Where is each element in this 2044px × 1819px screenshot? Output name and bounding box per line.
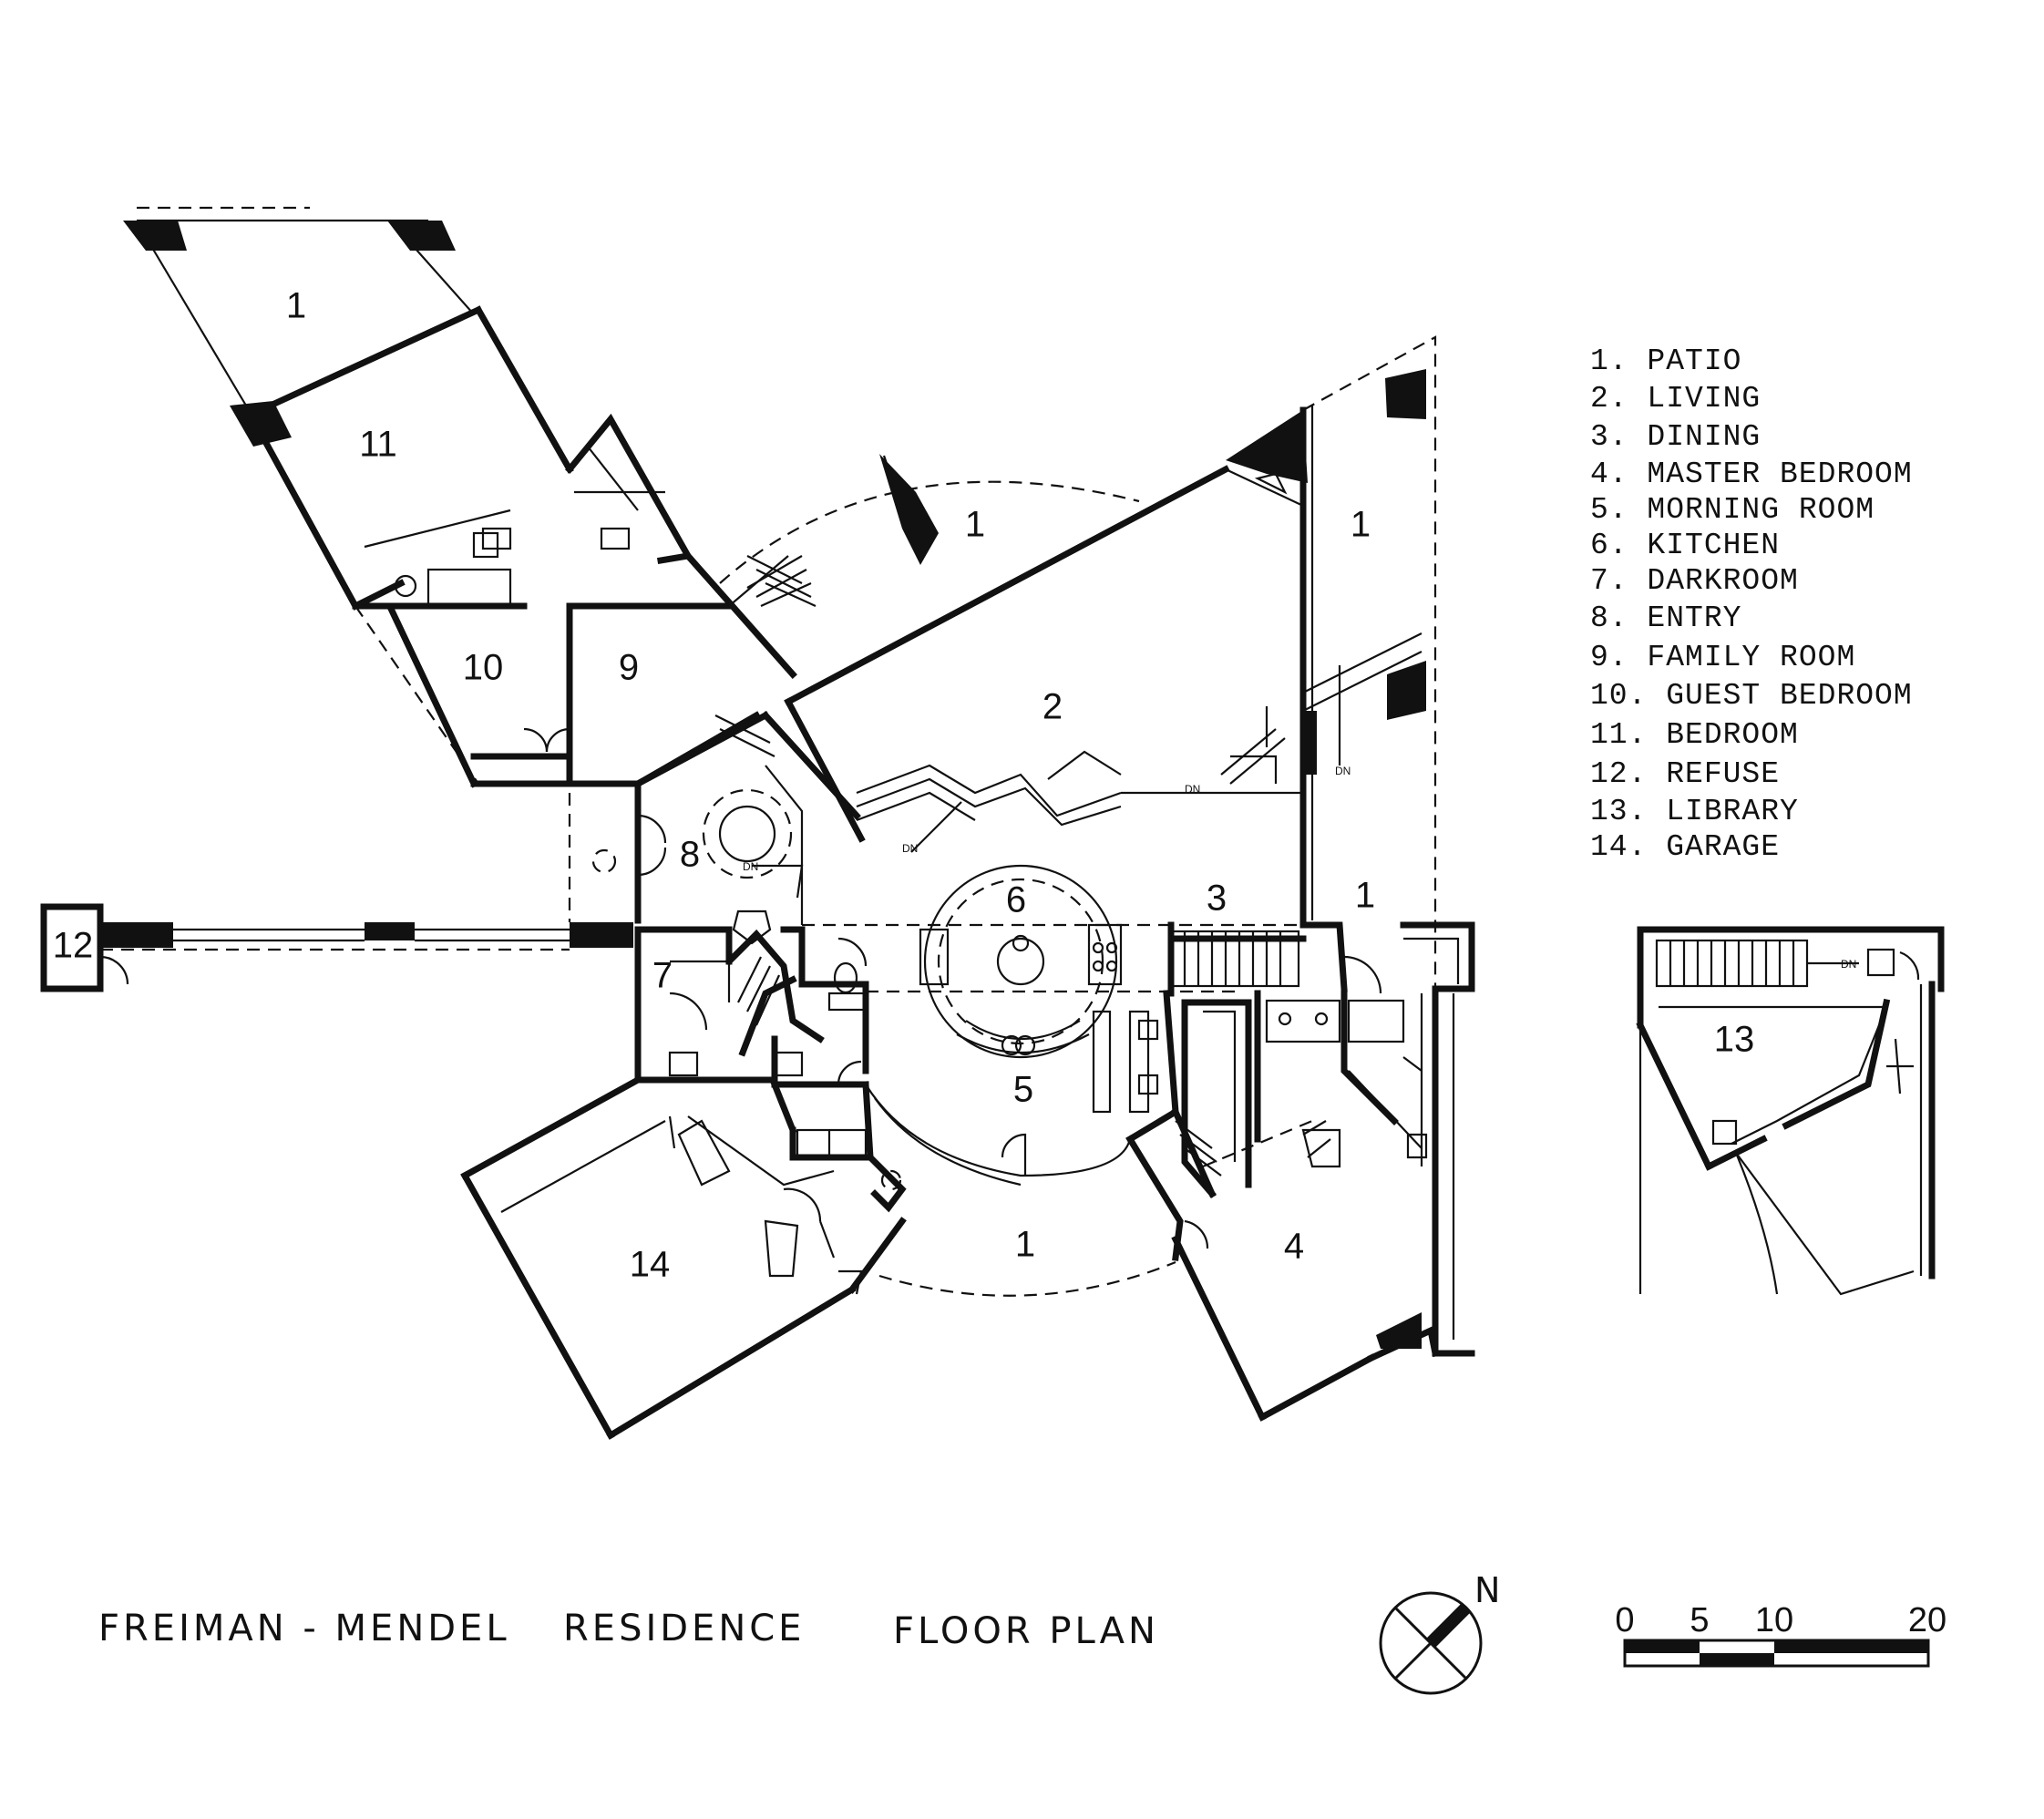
room-label-dining: 3 <box>1207 879 1227 919</box>
room-label-bedroom: 11 <box>359 425 397 465</box>
north-arrow-icon: N <box>1379 1570 1500 1695</box>
room-label-darkroom: 7 <box>652 956 673 996</box>
stair-label: DN <box>743 860 758 873</box>
legend-item: 4. MASTER BEDROOM <box>1590 457 1913 491</box>
legend-item: 9. FAMILY ROOM <box>1590 641 1855 674</box>
legend-item: 11. BEDROOM <box>1590 718 1799 752</box>
room-legend: 1. PATIO 2. LIVING 3. DINING 4. MASTER B… <box>1590 344 1913 864</box>
living-area <box>719 335 1437 1353</box>
room-label-living: 2 <box>1043 687 1063 727</box>
legend-item: 2. LIVING <box>1590 382 1761 416</box>
library-inset <box>1636 926 1945 1296</box>
refuse-enclosure <box>40 793 633 992</box>
legend-item: 5. MORNING ROOM <box>1590 493 1875 527</box>
garage <box>460 1075 1176 1440</box>
entry-darkroom <box>591 711 869 1088</box>
nw-wing <box>123 206 817 788</box>
master-bedroom <box>1125 985 1475 1422</box>
title-name: FREIMAN - MENDEL <box>98 1608 510 1649</box>
room-label-garage: 14 <box>630 1245 671 1285</box>
legend-item: 3. DINING <box>1590 420 1761 454</box>
legend-item: 7. DARKROOM <box>1590 564 1799 598</box>
north-label: N <box>1474 1570 1500 1610</box>
room-labels: 1 11 10 9 1 2 1 8 12 7 6 3 1 5 14 1 4 13 <box>53 286 1755 1285</box>
legend-item: 1. PATIO <box>1590 344 1741 378</box>
core-kitchen-dining <box>789 864 1475 1213</box>
legend-item: 14. GARAGE <box>1590 830 1780 864</box>
scale-label: 0 <box>1615 1601 1634 1639</box>
stair-label: DN <box>1185 783 1200 796</box>
room-label-patio: 1 <box>1015 1225 1035 1265</box>
room-label-patio: 1 <box>1351 505 1371 545</box>
room-label-patio: 1 <box>286 286 306 326</box>
legend-item: 6. KITCHEN <box>1590 529 1780 562</box>
legend-item: 13. LIBRARY <box>1590 795 1799 828</box>
scale-bar: 0 5 10 20 <box>1615 1601 1946 1668</box>
stair-label: DN <box>1841 958 1856 971</box>
legend-item: 8. ENTRY <box>1590 601 1741 635</box>
drawing-title: FREIMAN - MENDEL RESIDENCE FLOOR PLAN <box>98 1608 1159 1652</box>
scale-label: 10 <box>1755 1601 1793 1639</box>
stair-label: DN <box>1335 765 1351 777</box>
room-label-patio: 1 <box>965 505 985 545</box>
room-label-master-bedroom: 4 <box>1284 1227 1304 1267</box>
legend-item: 10. GUEST BEDROOM <box>1590 679 1913 713</box>
title-residence: RESIDENCE <box>563 1608 805 1649</box>
room-label-refuse: 12 <box>53 926 94 966</box>
room-label-library: 13 <box>1714 1020 1755 1060</box>
room-label-morning-room: 5 <box>1013 1070 1033 1110</box>
scale-label: 20 <box>1908 1601 1946 1639</box>
room-label-patio: 1 <box>1355 876 1375 916</box>
room-label-kitchen: 6 <box>1006 880 1026 920</box>
room-label-family-room: 9 <box>619 648 639 688</box>
room-label-guest-bedroom: 10 <box>463 648 504 688</box>
legend-item: 12. REFUSE <box>1590 757 1780 791</box>
room-label-entry: 8 <box>680 835 700 875</box>
title-floor-plan: FLOOR PLAN <box>893 1610 1159 1652</box>
stair-label: DN <box>902 842 918 855</box>
scale-label: 5 <box>1690 1601 1709 1639</box>
